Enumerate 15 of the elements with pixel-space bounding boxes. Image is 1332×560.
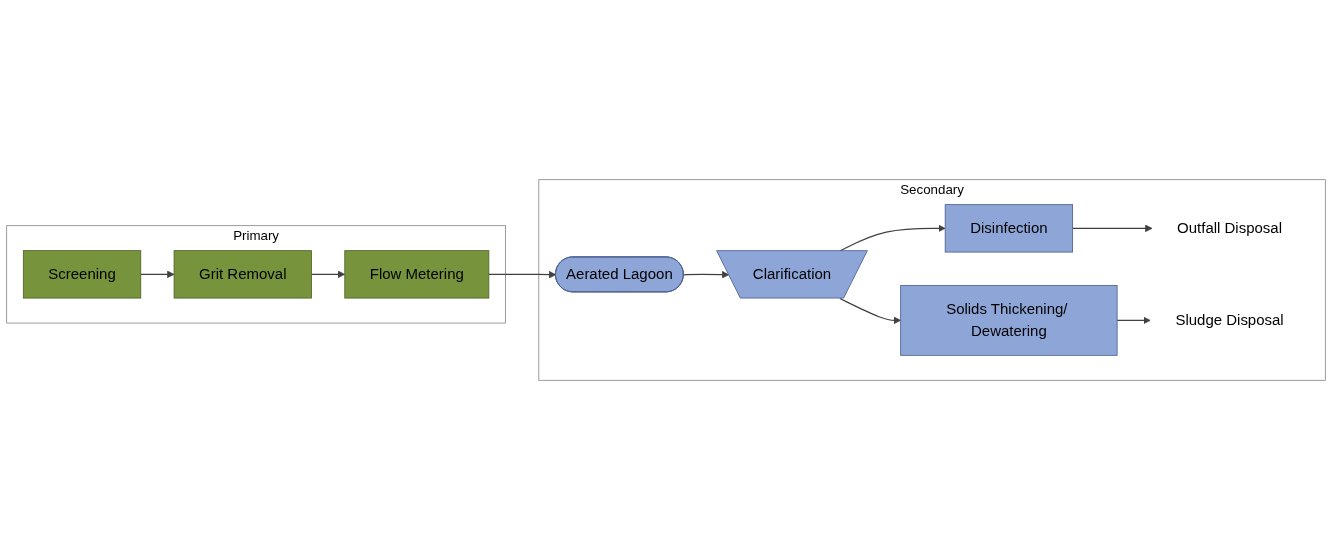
arrow (1116, 316, 1151, 325)
node-box: Flow Metering (344, 250, 490, 299)
node-text: Outfall Disposal (1177, 219, 1283, 237)
node-text: Sludge Disposal (1175, 311, 1284, 329)
node-box: Screening (22, 250, 142, 299)
arrow (140, 270, 175, 279)
node-box: Solids Thickening/ Dewatering (900, 285, 1118, 356)
arrow (488, 270, 557, 279)
arrow (1071, 224, 1153, 233)
arrow (839, 297, 901, 325)
node-box: Grit Removal (173, 250, 312, 299)
arrow (683, 271, 730, 279)
arrow (839, 224, 946, 252)
arrow (310, 270, 346, 279)
node-box: Disinfection (944, 204, 1073, 253)
